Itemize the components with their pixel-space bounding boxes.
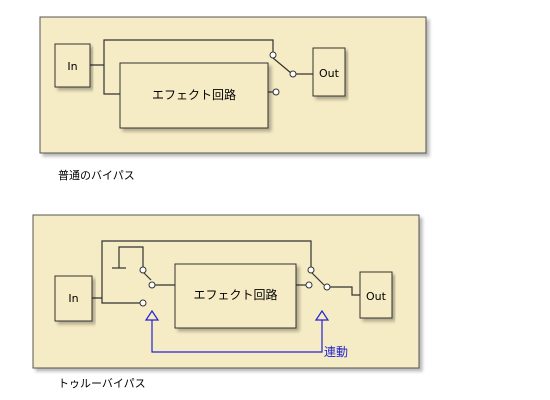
link-label: 連動 (324, 345, 348, 359)
in-label: In (67, 60, 77, 73)
output-switch-terminal-bypass (307, 266, 315, 274)
normal-bypass-diagram: In エフェクト回路 Out (39, 16, 427, 154)
switch-lever (272, 57, 292, 74)
switch-to-output-wire (330, 286, 360, 296)
output-switch-terminal-common (323, 283, 331, 291)
link-arrow-left (144, 309, 160, 321)
linked-switch-indicator (144, 309, 330, 353)
output-switch-lever (310, 271, 325, 286)
out-block (312, 47, 346, 97)
input-switch-terminal-ground (139, 266, 147, 274)
switch-terminal-bypass (269, 51, 277, 59)
true-bypass-wires (92, 240, 360, 304)
true-bypass-caption: トゥルーバイパス (58, 377, 146, 390)
out-label: Out (319, 67, 340, 80)
switch-terminal-effect (272, 88, 280, 96)
input-switch-terminal-common (139, 299, 147, 307)
output-switch-terminal-effect (305, 281, 313, 289)
ground-wire (118, 246, 144, 268)
link-arrow-right (314, 309, 330, 321)
input-switch-terminal-effect (148, 281, 156, 289)
switch-terminal-common (289, 70, 297, 78)
out-label: Out (366, 290, 387, 303)
link-line (151, 320, 323, 353)
bypass-wire (90, 39, 274, 66)
effect-circuit-block (174, 263, 297, 329)
in-block (54, 43, 91, 88)
effect-circuit-label: エフェクト回路 (152, 87, 236, 102)
effect-circuit-label: エフェクト回路 (193, 287, 277, 302)
input-switch-lever (142, 271, 152, 281)
normal-bypass-wires (90, 39, 313, 95)
bypass-wire (92, 240, 312, 299)
effect-circuit-block (119, 62, 269, 129)
in-label: In (68, 292, 78, 305)
effect-input-wire (103, 65, 120, 95)
in-block (54, 275, 93, 322)
out-block (359, 271, 393, 319)
input-to-switch-wire (101, 298, 143, 304)
true-bypass-diagram: 連動 In エフェクト回路 Out (32, 214, 420, 369)
normal-bypass-caption: 普通のバイパス (58, 169, 135, 182)
